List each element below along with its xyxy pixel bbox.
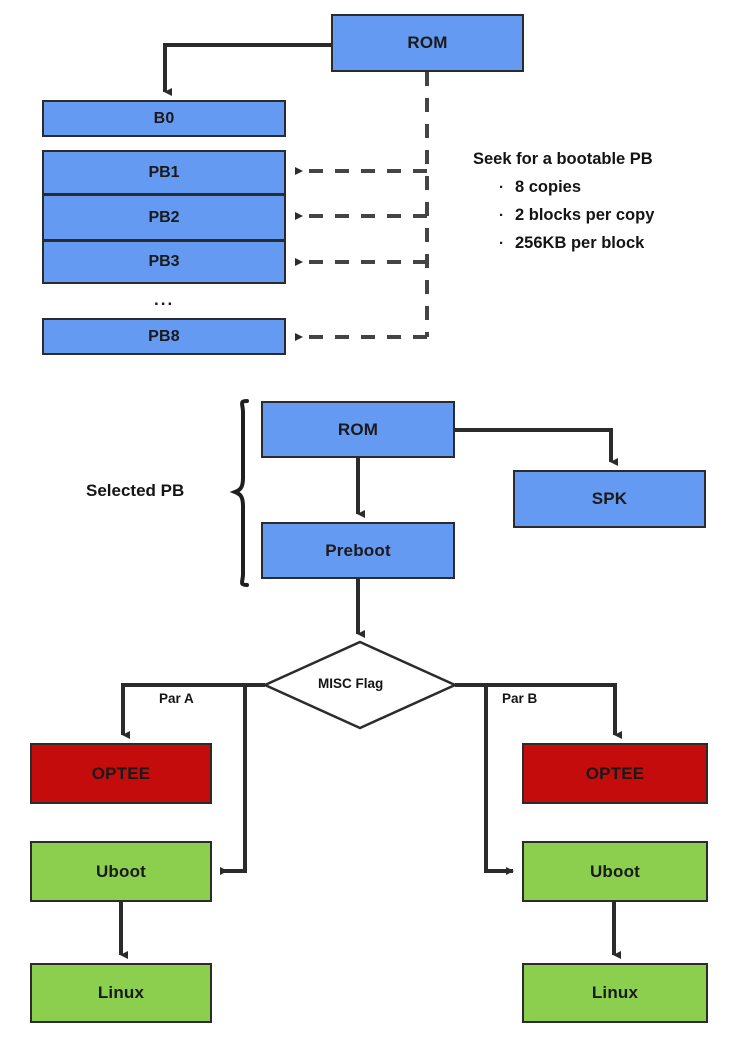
node-linux-a-label: Linux bbox=[97, 983, 145, 1002]
selected-pb-bracket bbox=[229, 399, 249, 587]
node-rom-mid[interactable]: ROM bbox=[261, 401, 455, 458]
edge-rom-to-spk bbox=[455, 428, 618, 466]
seek-note-item-1-label: 2 blocks per copy bbox=[515, 206, 655, 224]
node-uboot-a-label: Uboot bbox=[95, 861, 147, 881]
seek-note-item-2-label: 256KB per block bbox=[515, 234, 645, 252]
node-pb1-label: PB1 bbox=[148, 164, 180, 181]
node-linux-b[interactable]: Linux bbox=[522, 963, 708, 1023]
bullet-icon: · bbox=[499, 179, 504, 196]
seek-note-item-2: · 256KB per block bbox=[499, 234, 723, 253]
node-optee-a[interactable]: OPTEE bbox=[30, 743, 212, 804]
node-linux-b-label: Linux bbox=[591, 983, 639, 1002]
node-linux-a[interactable]: Linux bbox=[30, 963, 212, 1023]
edge-rom-to-b0 bbox=[163, 43, 331, 96]
branch-label-par-a-text: Par A bbox=[159, 691, 194, 706]
node-pb8-label: PB8 bbox=[148, 327, 180, 345]
node-pb1[interactable]: PB1 bbox=[44, 152, 284, 194]
selected-pb-label: Selected PB bbox=[86, 481, 184, 501]
node-b0[interactable]: B0 bbox=[42, 100, 286, 137]
misc-flag-diamond bbox=[261, 640, 459, 730]
node-uboot-b-label: Uboot bbox=[589, 861, 641, 881]
node-pb8[interactable]: PB8 bbox=[42, 318, 286, 355]
node-pb2[interactable]: PB2 bbox=[44, 196, 284, 239]
node-spk-label: SPK bbox=[591, 489, 628, 508]
node-optee-b[interactable]: OPTEE bbox=[522, 743, 708, 804]
bullet-icon: · bbox=[499, 235, 504, 252]
node-rom-top[interactable]: ROM bbox=[331, 14, 524, 72]
node-preboot-label: Preboot bbox=[325, 540, 391, 560]
selected-pb-label-text: Selected PB bbox=[86, 481, 185, 500]
edge-misc-to-optee-a bbox=[121, 683, 265, 739]
node-uboot-a[interactable]: Uboot bbox=[30, 841, 212, 902]
pb-divider-1 bbox=[42, 193, 286, 196]
pb-stack-ellipsis-label: ... bbox=[154, 290, 175, 309]
seek-note-item-1: · 2 blocks per copy bbox=[499, 206, 723, 225]
branch-label-par-a: Par A bbox=[159, 691, 194, 706]
node-rom-top-label: ROM bbox=[407, 33, 448, 52]
edge-misc-to-uboot-a bbox=[220, 685, 247, 875]
edge-misc-to-uboot-b bbox=[484, 685, 514, 875]
branch-label-par-b-text: Par B bbox=[502, 691, 538, 706]
node-rom-mid-label: ROM bbox=[337, 419, 379, 439]
node-optee-a-label: OPTEE bbox=[91, 763, 151, 783]
edge-misc-to-optee-b bbox=[455, 683, 622, 739]
node-preboot[interactable]: Preboot bbox=[261, 522, 455, 579]
node-pb3[interactable]: PB3 bbox=[44, 242, 284, 282]
seek-note-item-0: · 8 copies bbox=[499, 178, 723, 197]
pb-divider-2 bbox=[42, 239, 286, 242]
branch-label-par-b: Par B bbox=[502, 691, 537, 706]
misc-flag-label: MISC Flag bbox=[318, 676, 383, 691]
node-spk[interactable]: SPK bbox=[513, 470, 706, 528]
pb-stack-ellipsis: ... bbox=[154, 290, 174, 310]
node-uboot-b[interactable]: Uboot bbox=[522, 841, 708, 902]
node-pb3-label: PB3 bbox=[148, 253, 180, 270]
seek-note-block: Seek for a bootable PB · 8 copies · 2 bl… bbox=[473, 150, 723, 253]
node-pb2-label: PB2 bbox=[148, 208, 180, 226]
seek-note-title: Seek for a bootable PB bbox=[473, 150, 653, 168]
node-optee-b-label: OPTEE bbox=[585, 763, 645, 783]
bullet-icon: · bbox=[499, 207, 504, 224]
misc-flag-label-text: MISC Flag bbox=[318, 676, 384, 691]
node-b0-label: B0 bbox=[153, 109, 175, 127]
seek-note-item-0-label: 8 copies bbox=[515, 178, 582, 196]
